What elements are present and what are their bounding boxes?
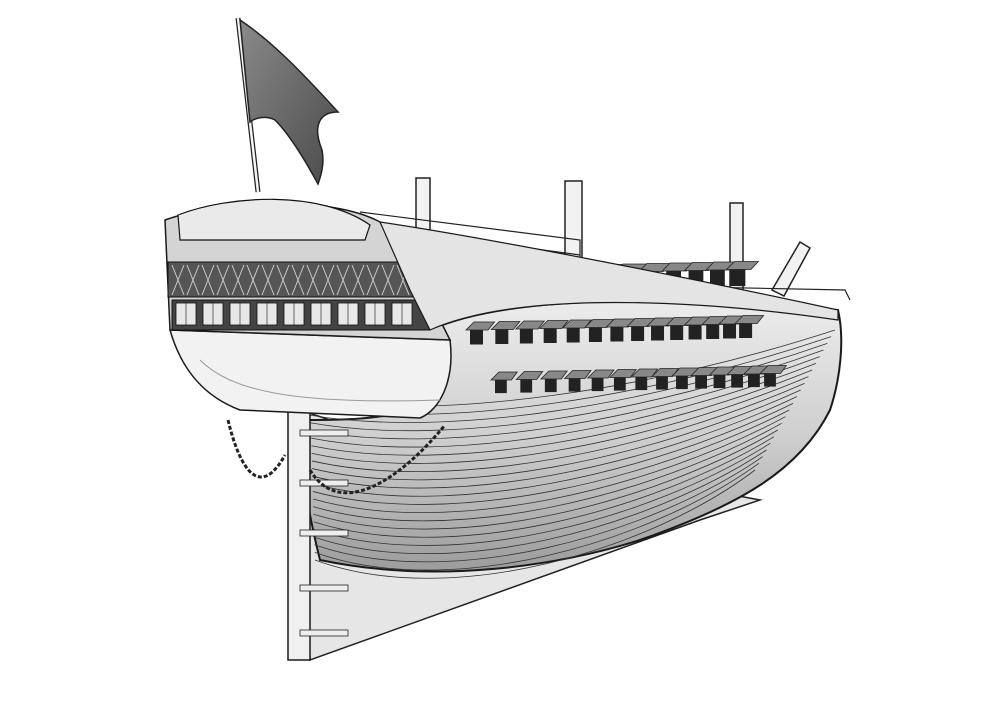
gunport (730, 269, 746, 287)
plank-line (311, 382, 805, 472)
gunport-lid (465, 321, 496, 331)
plank-line (314, 463, 760, 571)
balustrade (291, 264, 305, 296)
balustrade (306, 264, 320, 296)
gunport (591, 378, 604, 392)
flag (235, 17, 340, 193)
balustrade (186, 264, 200, 296)
balustrade (246, 264, 260, 296)
plank-line (312, 416, 786, 513)
balustrade (201, 264, 215, 296)
gunport-lid (608, 369, 638, 378)
plank-line (311, 369, 813, 456)
gunport (676, 376, 688, 390)
gunport (495, 380, 507, 394)
plank-line (313, 422, 782, 522)
gunport (613, 377, 626, 391)
gunport (731, 374, 743, 388)
anchor-chain (308, 424, 447, 495)
gunport-lid (490, 321, 521, 330)
anchor-chain (226, 419, 287, 479)
gunport (588, 327, 602, 342)
gunport-lid (515, 371, 544, 380)
gunport (651, 326, 665, 341)
gunport (566, 328, 580, 343)
plank-line (314, 456, 763, 563)
gunport (739, 323, 753, 338)
gunport (470, 330, 483, 345)
gunports (450, 261, 788, 394)
gunport (568, 378, 581, 392)
balustrade (351, 264, 365, 296)
balustrade (171, 264, 185, 296)
pintle (299, 584, 349, 592)
gunport (710, 270, 725, 287)
balustrade (276, 264, 290, 296)
gunport-lid (725, 261, 760, 270)
flag-cloth (239, 18, 340, 186)
plank-line (313, 436, 775, 538)
gunport (519, 329, 533, 344)
bowsprit (770, 240, 812, 297)
pintle (299, 429, 349, 437)
stern-counter (168, 329, 452, 419)
gunport-lid (563, 370, 592, 379)
pintle (299, 629, 349, 637)
gunport-lid (651, 368, 680, 377)
upper-gallery (167, 261, 414, 298)
gunport (495, 329, 509, 344)
gunport-lid (586, 369, 615, 379)
gunport-lid (539, 370, 568, 380)
gunport (688, 325, 702, 340)
plank-line (314, 449, 767, 555)
balustrade (336, 264, 350, 296)
gunport-lid (538, 320, 570, 329)
upper-side (379, 221, 839, 331)
gunport (706, 324, 720, 339)
pintle (299, 529, 349, 537)
gunport (764, 373, 776, 387)
gunport-lid (734, 315, 765, 324)
balustrade (231, 264, 245, 296)
balustrade (366, 264, 380, 296)
gunport-lid (490, 371, 519, 381)
balustrade (261, 264, 275, 296)
gunport-lid (630, 368, 659, 378)
plank-line (314, 469, 756, 579)
gunport-lid (759, 365, 788, 374)
stern-gallery (164, 198, 452, 341)
gunport (520, 379, 533, 393)
gunport (635, 377, 648, 391)
plank-line (313, 442, 771, 546)
plank-line (313, 429, 779, 530)
gunport (631, 326, 645, 341)
plank-line (311, 376, 809, 464)
balustrade (216, 264, 230, 296)
gunport-lid (561, 319, 593, 329)
balustrade (321, 264, 335, 296)
gunport-lid (514, 320, 546, 330)
gunport (695, 375, 707, 389)
balustrade (381, 264, 395, 296)
gunport (656, 376, 668, 390)
plank-line (312, 402, 794, 497)
gunport (723, 324, 737, 339)
taffrail-carving (177, 198, 371, 241)
gunport (544, 379, 557, 393)
gunport (543, 328, 557, 343)
gunport (713, 375, 726, 389)
gunport (610, 327, 624, 342)
plank-line (312, 389, 801, 481)
plank-line (311, 362, 817, 448)
gunport (748, 374, 760, 388)
gunport (670, 325, 684, 340)
plank-line (312, 409, 790, 505)
